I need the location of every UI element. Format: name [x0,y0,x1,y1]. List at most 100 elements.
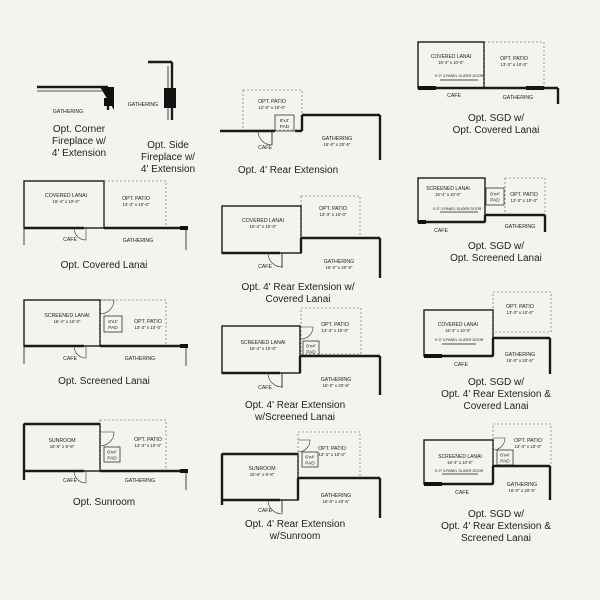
room-label-dims: 16'-4" x 10'-0" [52,199,79,204]
door-swing [257,130,273,146]
caption-sgd-ext-screened: Opt. SGD w/Opt. 4' Rear Extension &Scree… [441,509,551,544]
wall-block [180,469,188,473]
room-cafe: CAFE [63,478,77,484]
room-cafe: CAFE [455,490,469,496]
pad-outline [301,451,319,468]
pad-outline [103,315,123,333]
covered-lanai-outline [221,205,302,254]
caption-sgd-screened-lanai: Opt. SGD w/Opt. Screened Lanai [450,241,542,264]
room-gathering: GATHERING [505,224,535,230]
room-label-dims: 16'-4" x 10'-0" [438,60,464,65]
patio-outline [297,431,361,479]
room-label: OPT. PATIO [321,322,349,328]
room-gathering: GATHERING [123,238,153,244]
room-label: GATHERING [505,352,535,358]
room-label-dims: 13'-3" x 10'-0" [506,310,533,315]
room-label: OPT. PATIO [510,192,538,198]
pad-label: 6'x4' [500,453,510,459]
room-label: GATHERING [321,493,351,499]
room-label: COVERED LANAI [438,322,479,328]
caption-covered-lanai: Opt. Covered Lanai [60,260,148,271]
room-label: SUNROOM [248,466,275,472]
room-gathering: GATHERING [128,102,158,108]
pad-label: PAD [306,350,316,356]
room-label-dims: 16'-0" x 20'-5" [508,488,535,493]
room-label-dims: 13'-3" x 10'-0" [500,62,527,67]
room-label: OPT. PATIO [134,437,162,443]
room-gathering: GATHERING [125,478,155,484]
room-cafe: CAFE [258,264,272,270]
door-swing [267,252,283,268]
wall-block [424,354,442,358]
room-label: SCREENED LANAI [240,340,285,346]
room-cafe: CAFE [258,385,272,391]
room-label-dims: 16'-0" x 20'-5" [323,142,350,147]
room-label: COVERED LANAI [431,54,472,60]
pad-label: 6'x4' [490,192,500,198]
screened-lanai-outline [417,177,486,223]
screen-door-swing [492,437,506,451]
room-cafe: CAFE [63,237,77,243]
wall-block [424,482,442,486]
room-label: GATHERING [507,482,537,488]
slider-door-label: 9'-0" 3-PANEL SLIDER DOOR [435,338,484,342]
room-label: SCREENED LANAI [438,454,482,460]
pad-outline [103,446,121,463]
covered-lanai-outline [417,41,485,89]
pad-outline [485,187,505,206]
room-label: GATHERING [322,136,352,142]
room-label-dims: 13'-3" x 10'-0" [122,202,149,207]
room-label: OPT. PATIO [318,446,346,452]
screen-door-swing [300,326,314,340]
room-label-dims: 16'-4" x 10'-0" [435,192,461,197]
pad-label: PAD [305,461,315,467]
door-swing [73,470,87,484]
pad-label: PAD [107,456,117,462]
room-label: GATHERING [321,377,351,383]
caption-rear-ext-covered: Opt. 4' Rear Extension w/Covered Lanai [241,282,355,305]
caption-sunroom: Opt. Sunroom [72,497,136,508]
wall-block [418,220,426,224]
room-label-dims: 13'-3" x 10'-0" [134,325,161,330]
room-cafe: CAFE [258,508,272,514]
door-swing [73,345,87,359]
covered-lanai-outline [23,180,105,229]
room-label-dims: 16'-0" x 20'-5" [325,265,352,270]
pad-label: PAD [280,124,290,130]
room-label: SCREENED LANAI [44,313,89,319]
room-label: SCREENED LANAI [426,186,470,192]
pad-label: 6'x4' [108,319,118,325]
room-cafe: CAFE [63,356,77,362]
patio-outline [492,291,552,333]
slider-door-label: 9'-0" 3-PANEL SLIDER DOOR [435,469,484,473]
screen-door-swing [99,299,115,315]
patio-outline [300,195,361,239]
room-label: OPT. PATIO [514,438,542,444]
pad-label: PAD [108,325,118,331]
room-label: OPT. PATIO [319,206,347,212]
wall-block [104,98,112,106]
room-label: GATHERING [324,259,354,265]
wall-block [180,226,188,230]
caption-screened-lanai: Opt. Screened Lanai [58,376,150,387]
sunroom-outline [221,453,299,501]
room-cafe: CAFE [454,362,468,368]
caption-sgd-ext-covered: Opt. SGD w/Opt. 4' Rear Extension &Cover… [441,377,551,412]
room-label-dims: 16'-4" x 10'-0" [249,224,276,229]
room-label-dims: 16'-0" x 20'-5" [322,383,349,388]
room-label-dims: 16'-4" x 10'-0" [53,319,80,324]
room-label-dims: 13'-3" x 10'-0" [514,444,541,449]
room-label-dims: 16'-4" x 10'-0" [447,460,473,465]
room-label: OPT. PATIO [122,196,150,202]
sunroom-door-swing [99,431,115,447]
room-label-dims: 13'-3" x 10'-0" [321,328,348,333]
pad-label: PAD [490,198,500,204]
room-cafe: CAFE [258,145,272,151]
sunroom-door-swing [297,439,311,453]
room-gathering: GATHERING [503,95,533,101]
